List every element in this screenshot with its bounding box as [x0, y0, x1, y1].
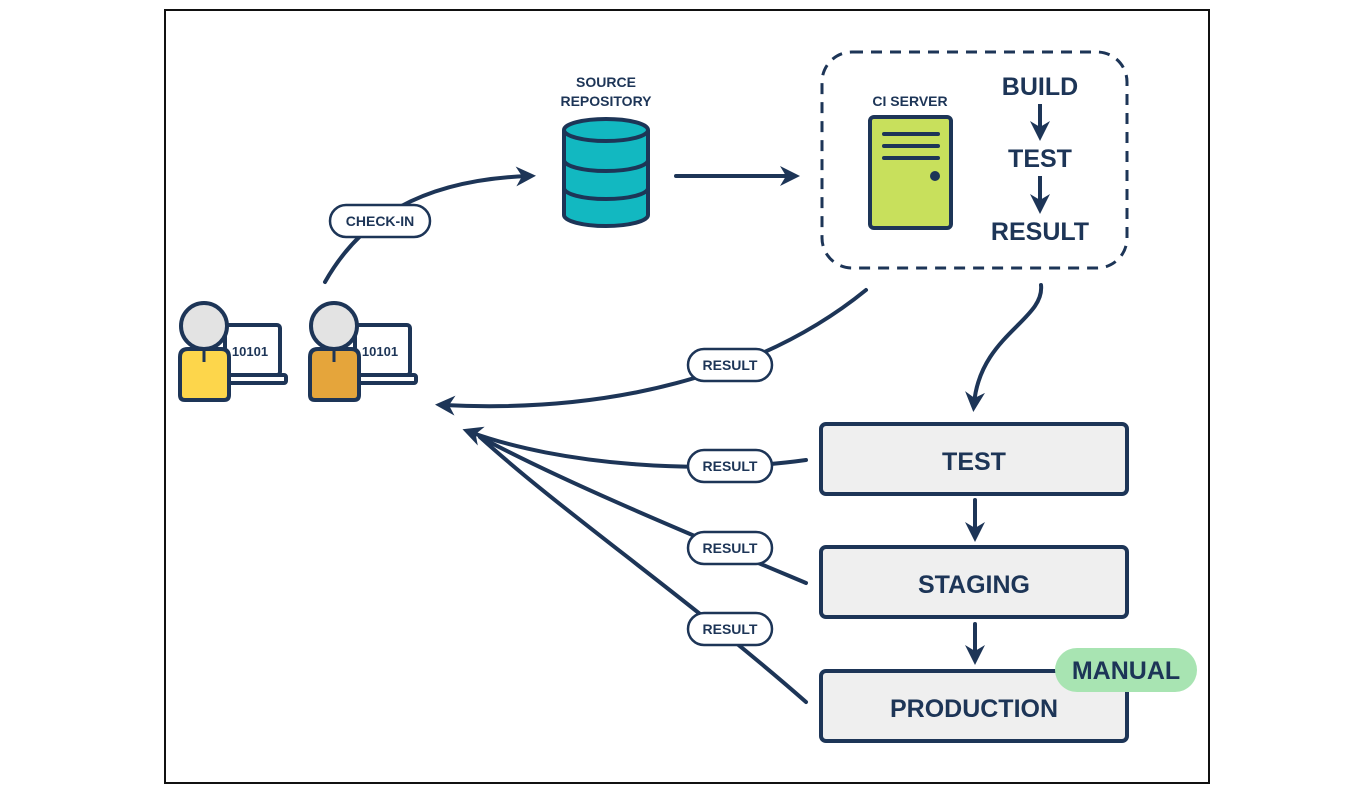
repository-label-line1: SOURCE	[576, 74, 636, 90]
result-label: RESULT	[703, 357, 758, 373]
source-repository: SOURCE REPOSITORY	[560, 74, 652, 228]
ci-step-build: BUILD	[1002, 73, 1078, 101]
environment-production-label: PRODUCTION	[890, 695, 1058, 723]
result-label: RESULT	[703, 458, 758, 474]
laptop-code-text: 10101	[362, 344, 398, 359]
person-icon	[308, 301, 361, 402]
ci-step-test: TEST	[1008, 145, 1072, 173]
manual-badge: MANUAL	[1055, 648, 1197, 692]
ci-to-test-arrow	[965, 283, 1044, 412]
result-badge-ci: RESULT	[686, 347, 774, 383]
production-result-arrow	[478, 435, 808, 704]
environment-staging-label: STAGING	[918, 571, 1030, 599]
result-badge-staging: RESULT	[686, 530, 774, 566]
developer-2: 10101	[308, 301, 418, 402]
environment-test-label: TEST	[942, 448, 1006, 476]
developer-1: 10101	[178, 301, 288, 402]
database-icon	[562, 117, 650, 228]
ci-result-arrow	[435, 288, 868, 416]
checkin-label: CHECK-IN	[346, 213, 414, 229]
environment-production: PRODUCTION	[819, 669, 1129, 743]
manual-badge-label: MANUAL	[1072, 657, 1180, 685]
ci-server-label: CI SERVER	[872, 93, 947, 109]
ci-step-result: RESULT	[991, 218, 1089, 246]
ci-dashed-boundary	[820, 50, 1129, 270]
result-badge-test: RESULT	[686, 448, 774, 484]
result-badge-production: RESULT	[686, 611, 774, 647]
checkin-badge: CHECK-IN	[328, 203, 432, 239]
server-icon	[868, 115, 953, 230]
person-icon	[178, 301, 231, 402]
ci-server-group: CI SERVER BUILD TEST RESULT	[820, 50, 1129, 270]
environment-staging: STAGING	[819, 545, 1129, 619]
environment-test: TEST	[819, 422, 1129, 496]
laptop-code-text: 10101	[232, 344, 268, 359]
repository-label-line2: REPOSITORY	[560, 93, 652, 109]
result-label: RESULT	[703, 540, 758, 556]
result-label: RESULT	[703, 621, 758, 637]
